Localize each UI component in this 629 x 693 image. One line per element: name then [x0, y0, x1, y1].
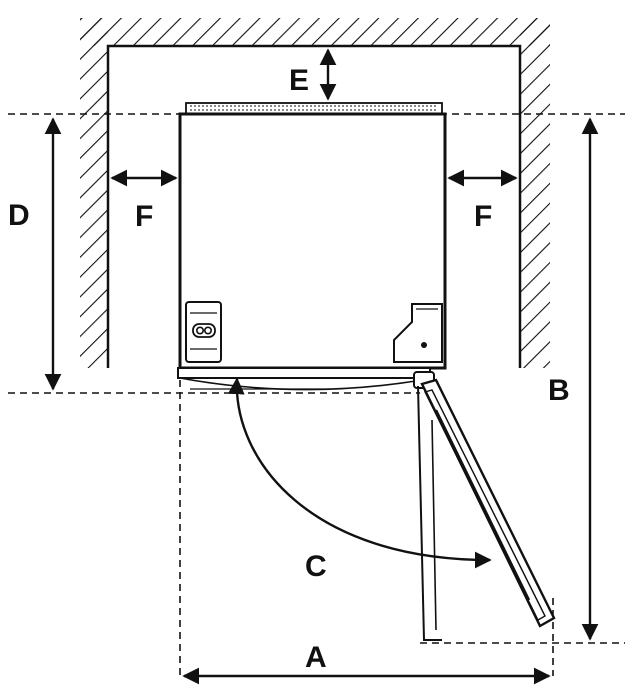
- right-wall-hatch: [520, 18, 550, 368]
- right-hinge-bracket: [393, 303, 443, 363]
- fridge-top-grille: [185, 102, 443, 115]
- top-wall-hatch: [80, 18, 550, 46]
- label-d: D: [8, 199, 30, 232]
- wall-inner-edge: [106, 44, 522, 368]
- label-a: A: [305, 641, 327, 674]
- label-b: B: [548, 374, 570, 407]
- arrow-c-swing: [227, 377, 492, 569]
- left-hinge-bracket: [185, 301, 222, 363]
- dimension-arrows: [44, 48, 599, 685]
- label-e: E: [289, 64, 309, 97]
- door-closed-edge: [177, 367, 431, 379]
- label-f-right: F: [474, 200, 492, 233]
- label-f-left: F: [135, 200, 153, 233]
- left-wall-hatch: [80, 18, 108, 368]
- fridge-door: [177, 367, 556, 641]
- label-c: C: [305, 550, 327, 583]
- fridge-cabinet: [178, 112, 447, 370]
- fridge-body: [178, 102, 447, 370]
- wall-niche: [80, 18, 550, 368]
- door-swing-outline: [179, 377, 423, 391]
- reference-lines: [8, 113, 625, 676]
- dimension-labels: E D F F B C A: [8, 64, 570, 674]
